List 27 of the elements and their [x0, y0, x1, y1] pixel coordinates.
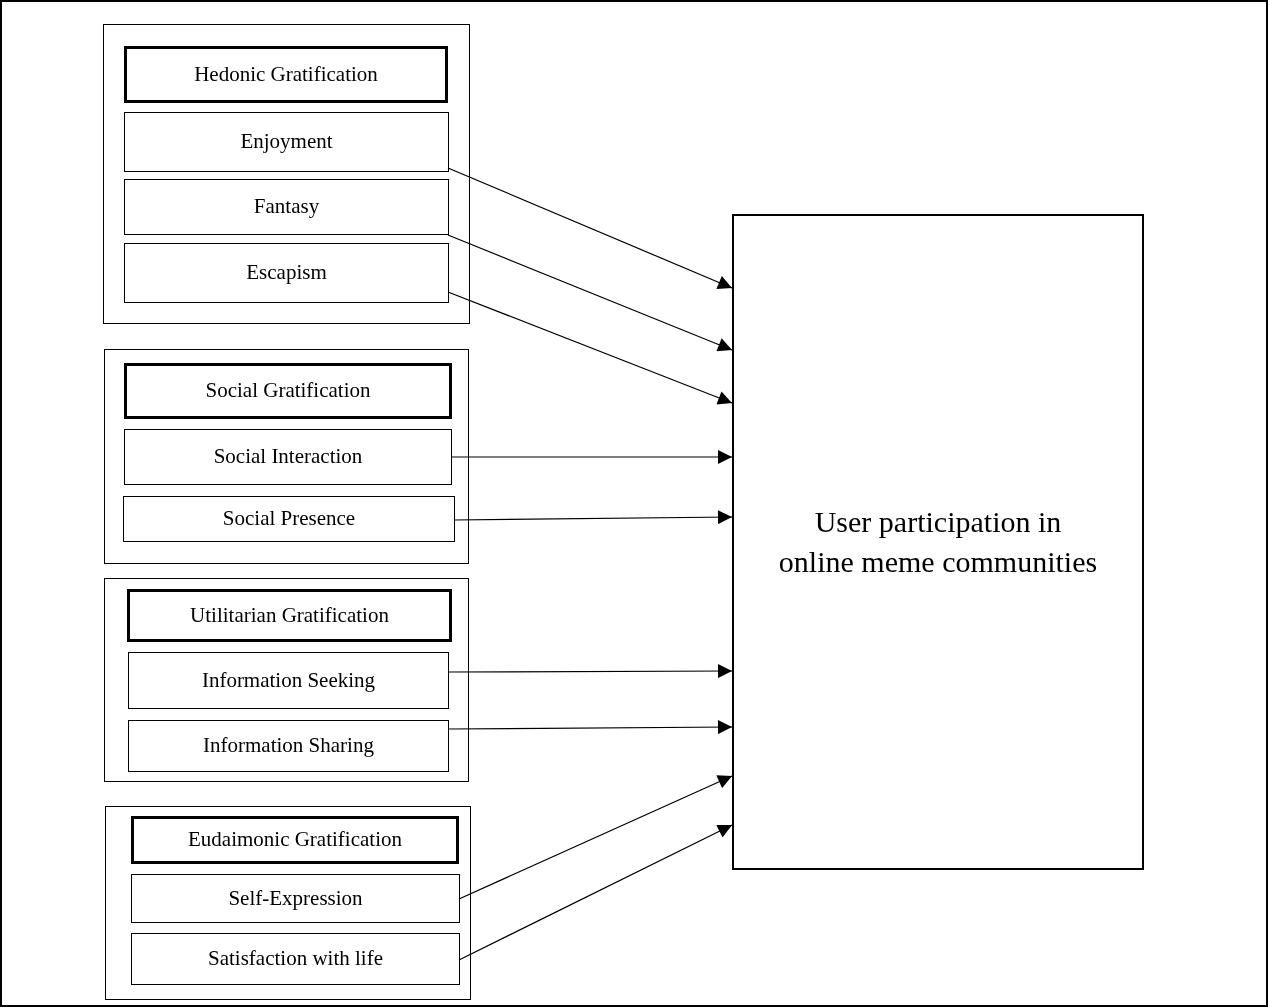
arrow	[447, 167, 733, 289]
factor-box: Social Presence	[123, 496, 455, 542]
arrow	[447, 664, 733, 679]
group-frame	[104, 349, 469, 564]
arrow	[458, 775, 733, 900]
factor-box: Information Seeking	[128, 652, 449, 709]
category-heading-box: Hedonic Gratification	[124, 46, 448, 103]
arrow	[447, 234, 733, 352]
factor-box: Satisfaction with life	[131, 933, 460, 985]
group-frame	[104, 578, 469, 782]
factor-box: Social Interaction	[124, 429, 452, 485]
category-heading-box: Eudaimonic Gratification	[131, 816, 459, 864]
factor-box: Escapism	[124, 243, 449, 303]
group-frame	[103, 24, 470, 324]
arrow	[447, 291, 733, 405]
category-heading-box: Utilitarian Gratification	[127, 589, 452, 642]
arrow	[458, 824, 733, 961]
outcome-box: User participation in online meme communities	[732, 214, 1144, 870]
arrow	[453, 510, 733, 525]
factor-box: Self-Expression	[131, 874, 460, 923]
arrow	[450, 450, 733, 464]
category-heading-box: Social Gratification	[124, 363, 452, 419]
factor-box: Information Sharing	[128, 720, 449, 772]
arrow	[447, 720, 733, 735]
group-frame	[105, 806, 471, 1000]
factor-box: Fantasy	[124, 179, 449, 235]
factor-box: Enjoyment	[124, 112, 449, 172]
